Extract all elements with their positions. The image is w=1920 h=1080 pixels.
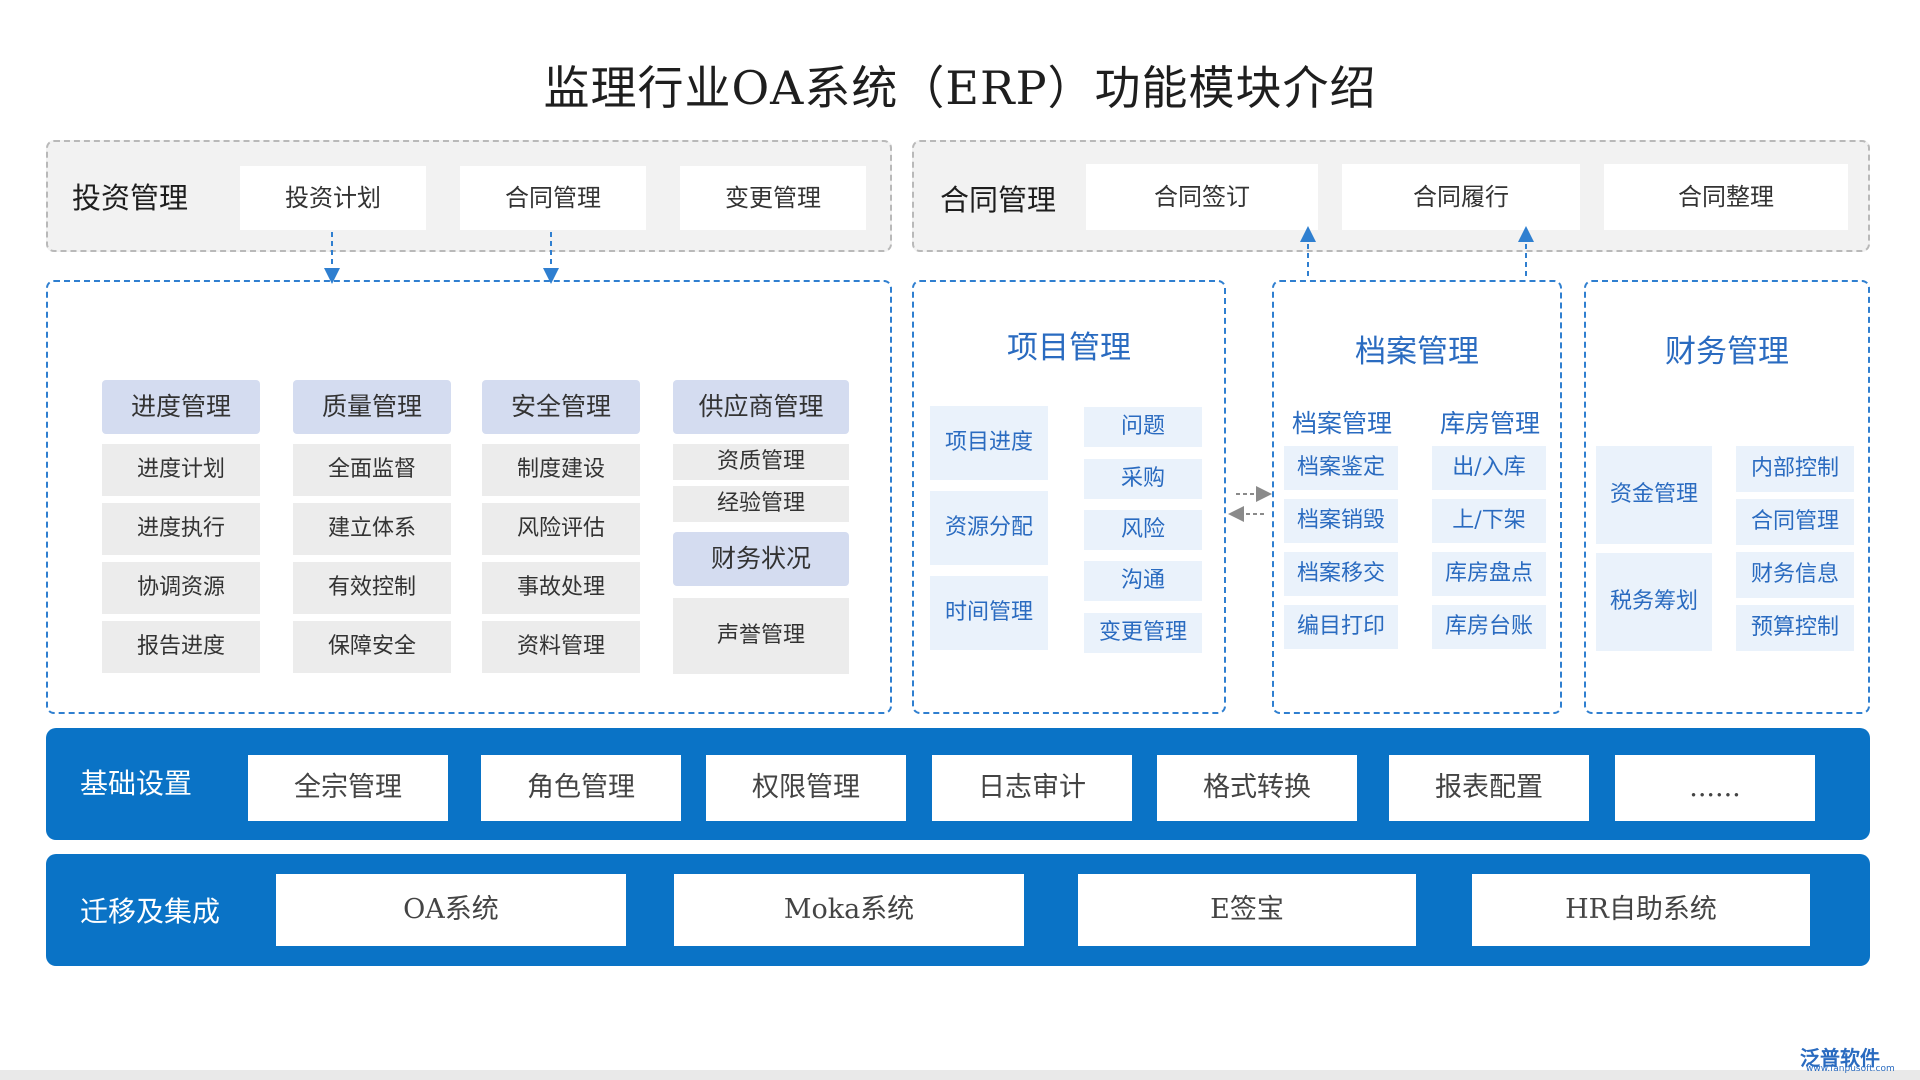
quality-item: 有效控制: [293, 562, 451, 614]
migration-item: OA系统: [276, 874, 626, 946]
progress-item: 进度计划: [102, 444, 260, 496]
financial-status-head: 财务状况: [673, 532, 849, 586]
basic-item-more: ......: [1615, 755, 1815, 821]
finance-left-item: 税务筹划: [1596, 553, 1712, 651]
finance-right-item: 合同管理: [1736, 499, 1854, 545]
basic-item: 报表配置: [1389, 755, 1589, 821]
quality-mgmt-head: 质量管理: [293, 380, 451, 434]
archive-right-item: 库房盘点: [1432, 552, 1546, 596]
archive-left-head: 档案管理: [1291, 409, 1392, 438]
safety-item: 事故处理: [482, 562, 640, 614]
contract-fulfill-box: 合同履行: [1342, 164, 1580, 230]
safety-item: 资料管理: [482, 621, 640, 673]
finance-right-item: 内部控制: [1736, 446, 1854, 492]
project-left-item: 资源分配: [930, 491, 1048, 565]
archive-right-item: 出/入库: [1432, 446, 1546, 490]
investment-label: 投资管理: [72, 181, 189, 215]
footer-bar: [0, 1070, 1920, 1080]
archive-left-item: 档案销毁: [1284, 499, 1398, 543]
supplier-item: 经验管理: [673, 486, 849, 522]
basic-item: 角色管理: [481, 755, 681, 821]
contract-mgmt-box: 合同管理: [460, 166, 646, 230]
brand-url: www.fanpusoft.com: [1806, 1064, 1895, 1074]
change-mgmt-box: 变更管理: [680, 166, 866, 230]
quality-item: 保障安全: [293, 621, 451, 673]
reputation-item: 声誉管理: [673, 598, 849, 674]
basic-item: 格式转换: [1157, 755, 1357, 821]
basic-item: 日志审计: [932, 755, 1132, 821]
archive-right-head: 库房管理: [1439, 409, 1540, 438]
quality-item: 建立体系: [293, 503, 451, 555]
finance-right-item: 预算控制: [1736, 605, 1854, 651]
migration-item: E签宝: [1078, 874, 1416, 946]
contract-organize-box: 合同整理: [1604, 164, 1848, 230]
migration-label: 迁移及集成: [80, 895, 221, 928]
supplier-item: 资质管理: [673, 444, 849, 480]
contract-label: 合同管理: [940, 183, 1057, 217]
quality-item: 全面监督: [293, 444, 451, 496]
project-right-item: 风险: [1084, 510, 1202, 550]
archive-title: 档案管理: [1355, 334, 1479, 370]
safety-item: 风险评估: [482, 503, 640, 555]
project-right-item: 变更管理: [1084, 613, 1202, 653]
progress-item: 协调资源: [102, 562, 260, 614]
progress-mgmt-head: 进度管理: [102, 380, 260, 434]
archive-right-item: 上/下架: [1432, 499, 1546, 543]
archive-left-item: 编目打印: [1284, 605, 1398, 649]
supplier-mgmt-head: 供应商管理: [673, 380, 849, 434]
migration-item: Moka系统: [674, 874, 1024, 946]
finance-right-item: 财务信息: [1736, 552, 1854, 598]
migration-item: HR自助系统: [1472, 874, 1810, 946]
page-title: 监理行业OA系统（ERP）功能模块介绍: [543, 61, 1377, 115]
archive-left-item: 档案鉴定: [1284, 446, 1398, 490]
brand-logo: 泛普软件: [1800, 1046, 1880, 1070]
investment-plan-box: 投资计划: [240, 166, 426, 230]
safety-item: 制度建设: [482, 444, 640, 496]
project-right-item: 采购: [1084, 459, 1202, 499]
progress-item: 报告进度: [102, 621, 260, 673]
contract-sign-box: 合同签订: [1086, 164, 1318, 230]
safety-mgmt-head: 安全管理: [482, 380, 640, 434]
archive-right-item: 库房台账: [1432, 605, 1546, 649]
project-right-item: 沟通: [1084, 561, 1202, 601]
finance-title: 财务管理: [1665, 334, 1789, 370]
archive-left-item: 档案移交: [1284, 552, 1398, 596]
project-left-item: 时间管理: [930, 576, 1048, 650]
progress-item: 进度执行: [102, 503, 260, 555]
basic-item: 权限管理: [706, 755, 906, 821]
basic-item: 全宗管理: [248, 755, 448, 821]
project-right-item: 问题: [1084, 407, 1202, 447]
project-left-item: 项目进度: [930, 406, 1048, 480]
basic-settings-label: 基础设置: [80, 767, 193, 800]
project-title: 项目管理: [1007, 330, 1131, 366]
finance-left-item: 资金管理: [1596, 446, 1712, 544]
